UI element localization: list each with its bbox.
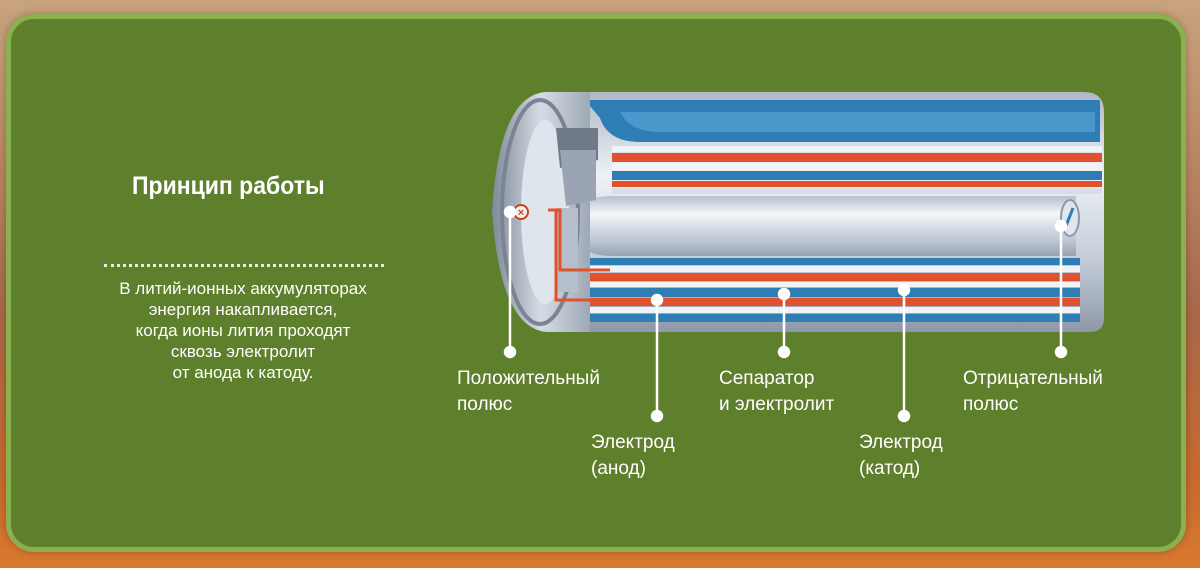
callout-dot — [1054, 345, 1068, 359]
label-cathode: Электрод (катод) — [859, 430, 943, 482]
label-line: полюс — [963, 394, 1019, 415]
callout-lines — [503, 205, 1068, 423]
label-line: Электрод — [859, 432, 943, 453]
callout-dot — [897, 409, 911, 423]
label-line: полюс — [457, 394, 513, 415]
diagram-title: Принцип работы — [132, 172, 325, 200]
label-line: Электрод — [591, 432, 675, 453]
callout-dot — [503, 205, 517, 219]
x-mark-icon: × — [518, 207, 524, 219]
label-line: (катод) — [859, 458, 921, 479]
description-line: энергия накапливается, — [148, 300, 338, 319]
description-text: В литий-ионных аккумуляторах энергия нак… — [90, 278, 396, 383]
description-line: от анода к катоду. — [172, 363, 314, 382]
callout-dot — [650, 293, 664, 307]
slash-mark-icon — [1064, 207, 1075, 227]
lower-electrode-layers — [570, 258, 1080, 322]
description-line: сквозь электролит — [170, 342, 316, 361]
callout-dot — [777, 287, 791, 301]
dotted-divider — [104, 264, 384, 267]
callout-dot — [650, 409, 664, 423]
label-line: и электролит — [719, 394, 835, 415]
description-line: В литий-ионных аккумуляторах — [119, 279, 367, 298]
label-line: (анод) — [591, 458, 646, 479]
label-line: Сепаратор — [719, 368, 815, 389]
callout-dot — [777, 345, 791, 359]
label-anode: Электрод (анод) — [591, 430, 675, 482]
callout-dot — [897, 283, 911, 297]
core-cylinder — [575, 196, 1076, 256]
label-separator: Сепаратор и электролит — [719, 366, 834, 418]
label-line: Положительный — [457, 368, 600, 389]
label-line: Отрицательный — [963, 368, 1103, 389]
description-line: когда ионы лития проходят — [135, 321, 351, 340]
upper-electrode-layers — [585, 100, 1102, 194]
callout-dot — [503, 345, 517, 359]
label-positive-terminal: Положительный полюс — [457, 366, 600, 418]
callout-dot — [1054, 219, 1068, 233]
label-negative-terminal: Отрицательный полюс — [963, 366, 1103, 418]
